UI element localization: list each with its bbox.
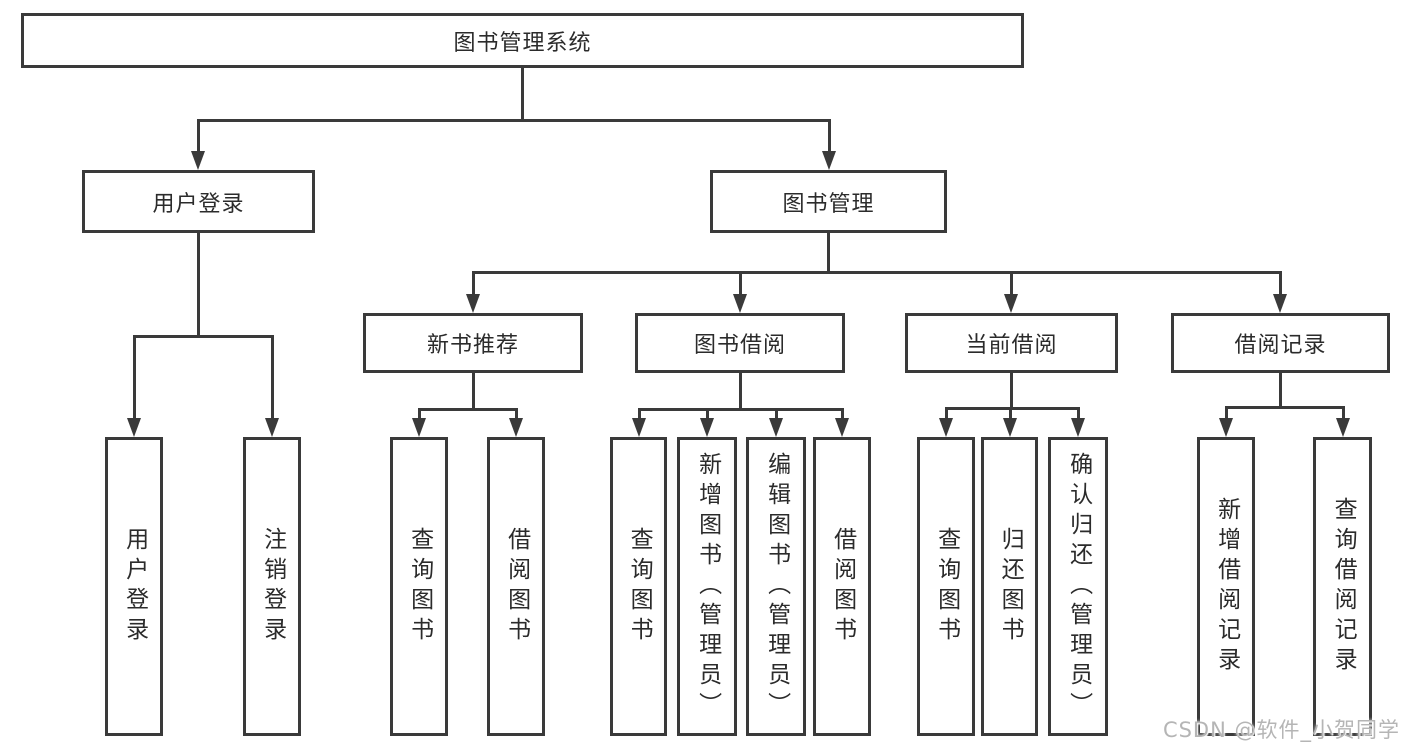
leaf-query-book-borrow: 查询图书 bbox=[610, 437, 667, 736]
arrow-down-icon bbox=[509, 408, 523, 437]
arrow-down-icon bbox=[835, 408, 849, 437]
leaf-query-book-recommend: 查询图书 bbox=[390, 437, 448, 736]
leaf-user-login: 用户登录 bbox=[105, 437, 163, 736]
connector-borrow-records-bar bbox=[1225, 406, 1345, 409]
arrow-down-icon bbox=[127, 335, 141, 437]
leaf-add-borrow-record: 新增借阅记录 bbox=[1197, 437, 1255, 736]
node-new-book-recommend: 新书推荐 bbox=[363, 313, 583, 373]
arrow-down-icon bbox=[733, 271, 747, 313]
connector-book-borrow-bar bbox=[638, 408, 844, 411]
arrow-down-icon bbox=[700, 408, 714, 437]
arrow-down-icon bbox=[939, 407, 953, 437]
arrow-down-icon bbox=[466, 271, 480, 313]
connector-root-bar bbox=[197, 119, 831, 122]
connector-new-book-bar bbox=[418, 408, 518, 411]
leaf-borrow-book-recommend: 借阅图书 bbox=[487, 437, 545, 736]
connector-current-borrow-stem bbox=[1009, 373, 1013, 410]
arrow-down-icon bbox=[265, 335, 279, 437]
arrow-down-icon bbox=[1003, 407, 1017, 437]
node-current-borrow: 当前借阅 bbox=[905, 313, 1118, 373]
leaf-query-borrow-record: 查询借阅记录 bbox=[1313, 437, 1372, 736]
arrow-down-icon bbox=[412, 408, 426, 437]
leaf-logout: 注销登录 bbox=[243, 437, 301, 736]
node-book-management: 图书管理 bbox=[710, 170, 947, 233]
connector-current-borrow-bar bbox=[945, 407, 1079, 410]
arrow-down-icon bbox=[822, 119, 836, 170]
leaf-query-book-current: 查询图书 bbox=[917, 437, 975, 736]
leaf-return-book: 归还图书 bbox=[981, 437, 1038, 736]
csdn-watermark: CSDN @软件_小贺同学 bbox=[1162, 718, 1400, 742]
arrow-down-icon bbox=[1004, 271, 1018, 313]
node-borrow-records: 借阅记录 bbox=[1171, 313, 1390, 373]
connector-new-book-stem bbox=[471, 373, 475, 411]
leaf-borrow-book: 借阅图书 bbox=[813, 437, 871, 736]
arrow-down-icon bbox=[1273, 271, 1287, 313]
connector-user-login-stem bbox=[196, 233, 200, 338]
arrow-down-icon bbox=[632, 408, 646, 437]
arrow-down-icon bbox=[191, 119, 205, 170]
connector-root-stem bbox=[521, 68, 524, 121]
arrow-down-icon bbox=[769, 408, 783, 437]
leaf-confirm-return-admin: 确认归还（管理员） bbox=[1048, 437, 1108, 736]
node-book-borrow: 图书借阅 bbox=[635, 313, 845, 373]
arrow-down-icon bbox=[1071, 407, 1085, 437]
arrow-down-icon bbox=[1219, 406, 1233, 437]
leaf-add-book-admin: 新增图书（管理员） bbox=[677, 437, 737, 736]
connector-book-borrow-stem bbox=[738, 373, 742, 411]
leaf-edit-book-admin: 编辑图书（管理员） bbox=[746, 437, 806, 736]
node-user-login: 用户登录 bbox=[82, 170, 315, 233]
connector-book-mgmt-stem bbox=[827, 233, 830, 274]
arrow-down-icon bbox=[1336, 406, 1350, 437]
connector-borrow-records-stem bbox=[1278, 373, 1282, 409]
node-root-library-system: 图书管理系统 bbox=[21, 13, 1024, 68]
connector-book-mgmt-bar bbox=[472, 271, 1282, 274]
connector-user-login-bar bbox=[133, 335, 274, 338]
